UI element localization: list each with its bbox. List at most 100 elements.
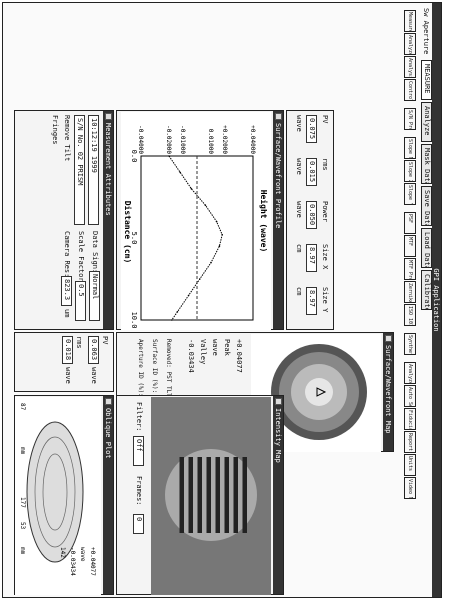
- intensity-title: Intensity Map: [274, 408, 282, 463]
- oblique-title-bar: Oblique Plot: [103, 396, 113, 594]
- data-sign-value[interactable]: Normal: [89, 271, 100, 321]
- profile-point: [168, 155, 170, 157]
- oblique-x-tick-left: 87: [19, 403, 26, 411]
- filter-value[interactable]: Off: [133, 436, 144, 466]
- x-tick-label: 0.0: [130, 150, 138, 163]
- valley-label: Valley: [199, 339, 207, 365]
- profile-point: [187, 294, 190, 297]
- oblique-contour-1: [34, 436, 76, 548]
- oblique-title: Oblique Plot: [104, 408, 112, 459]
- sidebar-item[interactable]: S/N Profile: [404, 108, 416, 130]
- sidebar-item[interactable]: Controls: [404, 79, 416, 101]
- camera-res-value[interactable]: 823.3: [61, 276, 72, 306]
- calibrate-button[interactable]: Calibrate: [421, 270, 432, 310]
- colorbar-bottom: -0.03434: [187, 339, 195, 373]
- measure-button[interactable]: MEASURE: [421, 60, 432, 100]
- profile-chart: Height (wave) +0.04000+0.020000.01000-0.…: [121, 112, 271, 330]
- y-tick-label: +0.02000: [221, 125, 228, 154]
- sidebar-item[interactable]: Synthetique: [404, 333, 416, 355]
- sidebar-item[interactable]: Analysis Cntrl: [404, 56, 416, 78]
- profile-point: [221, 233, 223, 236]
- map-stat-value: 0.050: [306, 201, 317, 229]
- profile-point: [218, 245, 221, 247]
- fringe-label: Fringes: [51, 115, 59, 145]
- oblique-x-label: mm: [19, 447, 26, 455]
- chart-xlabel: Distance (cm): [123, 201, 133, 264]
- rms-label: rms: [75, 336, 83, 349]
- oblique-y-tick: 53: [19, 522, 26, 530]
- sidebar-item[interactable]: Auto Seq: [404, 385, 416, 407]
- map-stat-unit: wave: [295, 115, 303, 132]
- sidebar-item[interactable]: Video Monitor: [404, 477, 416, 499]
- oblique-axis-unit: wave: [79, 547, 86, 562]
- attributes-title-bar: Measurement Attributes: [103, 111, 113, 329]
- map-stat-unit: wave: [295, 158, 303, 175]
- fringe-band: [242, 457, 247, 533]
- sidebar-item[interactable]: Measure Cntrl: [404, 10, 416, 32]
- map-stat-value: 0.075: [306, 115, 317, 143]
- scale-factor-value[interactable]: 0.5: [75, 281, 86, 321]
- surface-title: Surface/Wavefront Map: [384, 345, 392, 434]
- fringes: [179, 457, 247, 533]
- profile-point: [204, 204, 207, 206]
- sidebar-item[interactable]: MTF Profile: [404, 258, 416, 280]
- profile-window: Surface/Wavefront Profile Height (wave) …: [116, 110, 284, 330]
- sidebar-item[interactable]: MTF: [404, 235, 416, 257]
- sidebar-item[interactable]: Fiducials: [404, 408, 416, 430]
- sidebar-item[interactable]: Slope Y: [404, 183, 416, 205]
- analyze-button[interactable]: Analyze: [421, 102, 432, 142]
- chart-background: [121, 112, 271, 330]
- map-stat-unit: cm: [295, 244, 303, 253]
- profile-point: [176, 311, 179, 313]
- save-data-button[interactable]: Save Data: [421, 186, 432, 226]
- oblique-z-tick: 142: [59, 547, 66, 558]
- pv-unit: wave: [90, 367, 98, 384]
- camera-res-unit: um: [63, 309, 71, 318]
- profile-series-line: [168, 155, 223, 321]
- map-stat-unit: cm: [295, 287, 303, 296]
- sidebar-item[interactable]: Analyze Cntrl: [404, 33, 416, 55]
- map-stat-value: 8.97: [306, 287, 317, 315]
- date-field: 10:12:19 1999: [88, 115, 99, 225]
- profile-point: [179, 171, 181, 174]
- oblique-plot: +0.04077 wave -0.03434 142 87 mm 177 53 …: [15, 397, 101, 595]
- fringe-band: [215, 457, 220, 533]
- map-stat-unit: wave: [295, 201, 303, 218]
- sidebar-item[interactable]: Zernikes: [404, 281, 416, 303]
- sidebar-item[interactable]: ISO 10110-5: [404, 304, 416, 326]
- rms-unit: wave: [64, 367, 72, 384]
- filter-label-intensity: Filter:: [135, 402, 143, 432]
- rms-value: 0.018: [62, 336, 73, 364]
- map-stat-label: PV: [321, 115, 329, 124]
- sidebar-item[interactable]: PSF: [404, 212, 416, 234]
- fringe-band: [233, 457, 238, 533]
- map-stat-value: 0.015: [306, 158, 317, 186]
- fringe-band: [224, 457, 229, 533]
- mask-data-button[interactable]: Mask Data: [421, 144, 432, 184]
- sidebar-item[interactable]: Report: [404, 431, 416, 453]
- frames-label: Frames:: [135, 476, 143, 506]
- sidebar-item[interactable]: Analyze Attr: [404, 362, 416, 384]
- profile-point: [171, 319, 173, 321]
- data-sign-label: Data Sign:: [91, 231, 99, 274]
- test-id-field[interactable]: S/N No. 02 PRISM: [74, 115, 85, 225]
- fringe-band: [179, 457, 184, 533]
- fringe-band: [188, 457, 193, 533]
- app-title-bar: GPI Application: [432, 3, 441, 597]
- profile-point: [210, 261, 212, 264]
- load-data-button[interactable]: Load Data: [421, 228, 432, 268]
- oblique-axis-top: +0.04077: [89, 547, 96, 576]
- sidebar-item[interactable]: Slope X: [404, 160, 416, 182]
- sidebar-item[interactable]: Slope Mag: [404, 137, 416, 159]
- oblique-x-tick-right: 177: [19, 497, 26, 508]
- frames-value[interactable]: 0: [133, 514, 144, 534]
- y-tick-label: +0.04000: [249, 125, 256, 154]
- sidebar-item[interactable]: Units: [404, 454, 416, 476]
- map-stat-label: Size X: [321, 244, 329, 270]
- profile-title-bar: Surface/Wavefront Profile: [273, 111, 283, 329]
- app-title: GPI Application: [432, 268, 440, 332]
- oblique-y-label: mm: [19, 547, 26, 555]
